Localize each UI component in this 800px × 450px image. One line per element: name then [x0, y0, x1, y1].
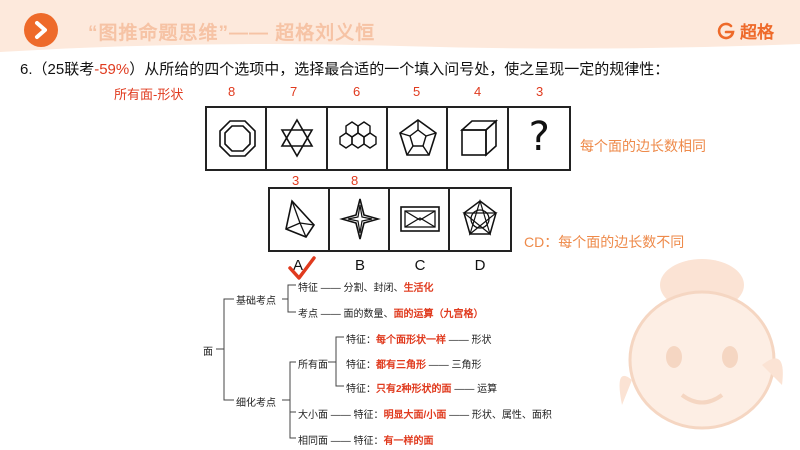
brand-logo: 超格: [717, 18, 774, 43]
answer-options: [268, 187, 512, 252]
row1-note: 每个面的边长数相同: [580, 138, 706, 154]
option-d-label[interactable]: D: [474, 257, 486, 274]
mindmap-text: 特征：: [346, 360, 376, 371]
mindmap-highlight: 生活化: [403, 283, 434, 294]
octagon-figure: [207, 108, 268, 169]
question-sequence: ?: [205, 106, 571, 171]
question-stem: ）从所给的四个选项中，选择最合适的一个填入问号处，使之呈现一定的规律性：: [129, 61, 670, 78]
mindmap-detail: 细化考点: [236, 398, 276, 409]
mindmap-all-faces: 所有面: [298, 360, 328, 371]
mindmap-text: 特征 —— 分割、封闭、: [298, 283, 404, 294]
option-a-label[interactable]: A: [292, 257, 303, 274]
brand-name: 超格: [740, 23, 774, 42]
mindmap-all-faces-item: 特征：只有2种形状的面 —— 运算: [346, 380, 497, 395]
mindmap-text: 特征：: [346, 335, 376, 346]
count-label: 8: [228, 84, 236, 99]
count-label: 8: [351, 173, 359, 188]
mindmap-text: 大小面 —— 特征：: [298, 410, 384, 421]
rule-label: 所有面-形状: [114, 87, 184, 102]
star-of-david-figure: [267, 108, 328, 169]
mindmap-text: 考点 —— 面的数量、: [298, 309, 394, 320]
option-d-figure[interactable]: [450, 189, 510, 250]
question-source: （25联考: [32, 61, 95, 78]
option-c-figure[interactable]: [390, 189, 450, 250]
question-mark-cell: ?: [509, 108, 569, 169]
question-number: 6.: [20, 61, 33, 78]
banner-wave: [0, 44, 800, 52]
three-hexagons-figure: [328, 108, 389, 169]
mindmap-highlight: 只有2种形状的面: [376, 384, 452, 395]
mindmap-text: 特征：: [346, 384, 376, 395]
row2-note: CD：每个面的边长数不同: [524, 234, 685, 250]
pentagon-figure: [388, 108, 449, 169]
count-label: 5: [413, 84, 421, 99]
mindmap-text: —— 形状、属性、面积: [449, 410, 552, 421]
mindmap-all-faces-item: 特征：每个面形状一样 —— 形状: [346, 331, 492, 346]
count-label: 6: [353, 84, 361, 99]
mindmap-big-small: 大小面 —— 特征：明显大面/小面 —— 形状、属性、面积: [298, 406, 552, 421]
question-text: 6.（25联考-59%）从所给的四个选项中，选择最合适的一个填入问号处，使之呈现…: [20, 58, 669, 79]
mindmap-highlight: 有一样的面: [383, 436, 434, 447]
mindmap-highlight: 每个面形状一样: [376, 335, 446, 346]
mindmap-text: —— 三角形: [428, 360, 482, 371]
count-label: 4: [474, 84, 482, 99]
mindmap-highlight: 明显大面/小面: [383, 410, 447, 421]
brand-g-icon: [717, 22, 735, 39]
chevron-right-icon[interactable]: [24, 13, 58, 47]
option-a-figure[interactable]: [270, 189, 330, 250]
mindmap-basic-feature: 特征 —— 分割、封闭、生活化: [298, 279, 434, 294]
top-banner: “图推命题思维”—— 超格刘义恒 超格: [0, 0, 800, 52]
mindmap-basic: 基础考点: [236, 296, 276, 307]
banner-title: “图推命题思维”—— 超格刘义恒: [88, 23, 376, 44]
mindmap-text: 相同面 —— 特征：: [298, 436, 384, 447]
count-label: 3: [292, 173, 300, 188]
mindmap-highlight: 都有三角形: [376, 360, 426, 371]
mindmap-root: 面: [203, 347, 213, 358]
mindmap-highlight: 面的运算: [393, 309, 434, 320]
count-label: 7: [290, 84, 298, 99]
cube-figure: [448, 108, 509, 169]
mindmap-all-faces-item: 特征：都有三角形 —— 三角形: [346, 356, 482, 371]
mascot-unicorn-icon: [619, 259, 783, 430]
count-label: 3: [536, 84, 544, 99]
mindmap-text: —— 运算: [454, 384, 498, 395]
option-b-label[interactable]: B: [354, 257, 365, 274]
mindmap-same: 相同面 —— 特征：有一样的面: [298, 432, 434, 447]
mindmap-basic-point: 考点 —— 面的数量、面的运算（九宫格）: [298, 305, 484, 320]
mindmap-text: —— 形状: [448, 335, 492, 346]
option-b-figure[interactable]: [330, 189, 390, 250]
mindmap-highlight: （九宫格）: [433, 309, 484, 320]
question-error-rate: -59%: [94, 61, 130, 78]
checkmark-icon: [288, 256, 316, 280]
question-mark: ?: [528, 114, 550, 160]
option-c-label[interactable]: C: [414, 257, 426, 274]
